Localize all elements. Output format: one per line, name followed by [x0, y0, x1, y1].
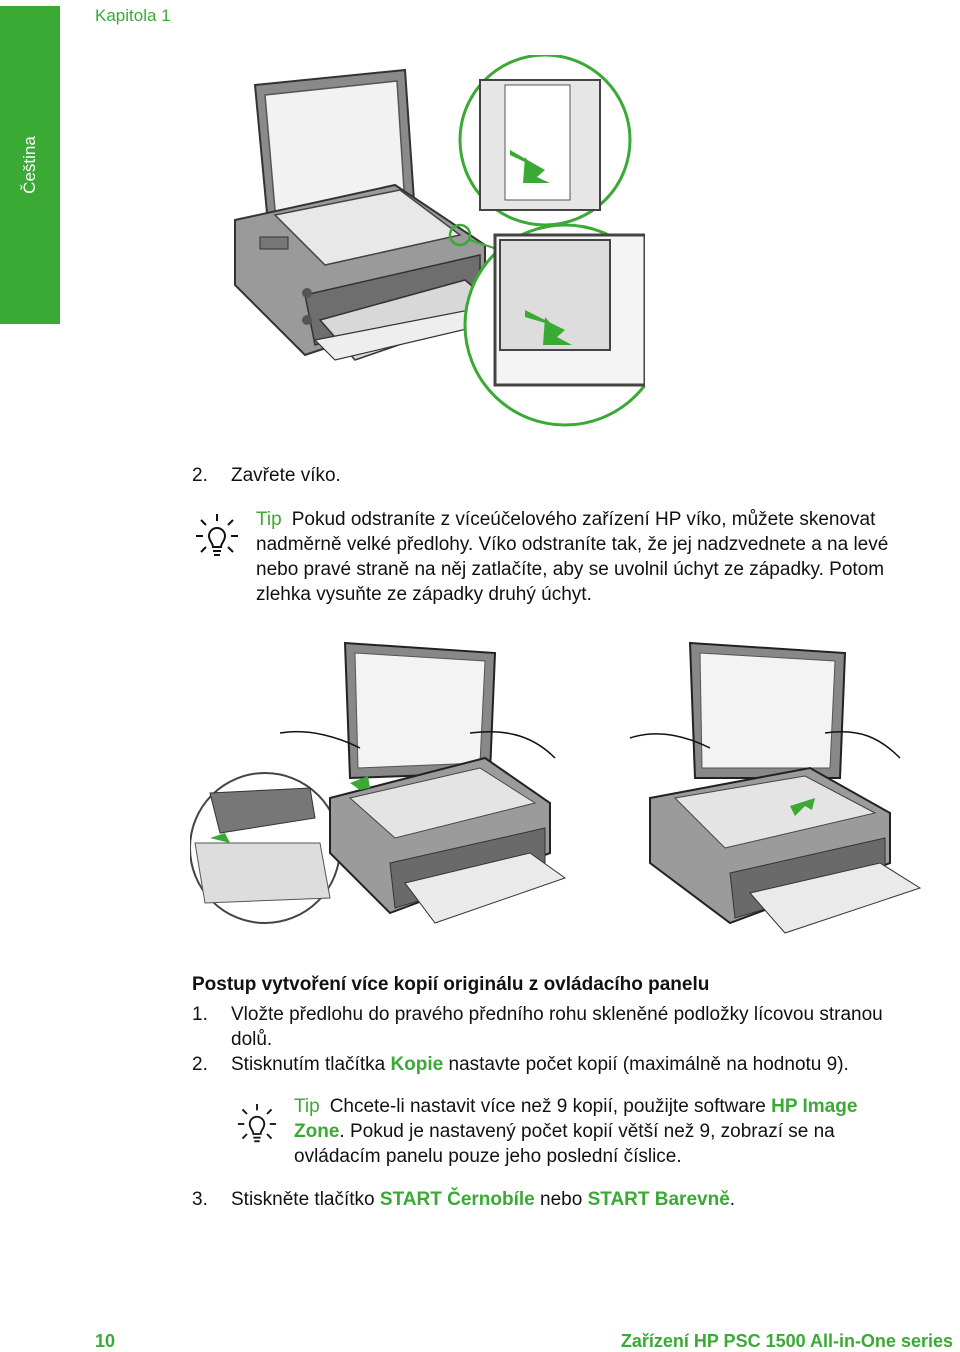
tip-text-line-2: nadměrně velké předlohy. Víko odstraníte… — [256, 534, 889, 555]
tip-text-line-3: ovládacím panelu pouze jeho poslední čís… — [294, 1146, 682, 1167]
printer-lid-open-illustration — [234, 55, 645, 427]
footer-title: Zařízení HP PSC 1500 All-in-One series — [620, 1331, 953, 1351]
tip-line: Zone. Pokud je nastavený počet kopií vět… — [294, 1119, 835, 1145]
chapter-header: Kapitola 1 — [95, 6, 171, 25]
lightbulb-icon — [237, 1104, 277, 1143]
tip-text: Chcete-li nastavit více než 9 kopií, pou… — [329, 1096, 766, 1117]
step-text-post: nastavte počet kopií (maximálně na hodno… — [448, 1054, 849, 1075]
tip-line: Tip Chcete-li nastavit více než 9 kopií, … — [294, 1094, 857, 1120]
section-heading: Postup vytvoření více kopií originálu z … — [192, 974, 710, 995]
tip-text-line-1: Pokud odstraníte z víceúčelového zařízen… — [291, 509, 876, 530]
tip-text: . Pokud je nastavený počet kopií větší n… — [339, 1121, 835, 1142]
step-text: Stisknutím tlačítka Kopie nastavte počet… — [231, 1052, 849, 1078]
step-text-pre: Stisknutím tlačítka — [231, 1054, 386, 1075]
software-name: HP Image — [771, 1096, 858, 1117]
tip-label: Tip — [294, 1096, 320, 1117]
tip-text-line-3: nebo pravé straně na něj zatlačíte, aby … — [256, 559, 885, 580]
step-text: Stiskněte tlačítko START Černobíle nebo … — [231, 1187, 735, 1213]
tip-text-line-4: zlehka vysuňte ze západky druhý úchyt. — [256, 584, 592, 605]
step-text-mid: nebo — [540, 1189, 583, 1210]
lightbulb-icon — [196, 514, 238, 556]
step-text: Zavřete víko. — [231, 465, 341, 486]
start-black-button-name: START Černobíle — [379, 1189, 535, 1210]
step-text-post: . — [729, 1189, 736, 1210]
tip-line: Tip Pokud odstraníte z víceúčelového zaří… — [256, 507, 875, 533]
tip-label: Tip — [256, 509, 282, 530]
software-name: Zone — [294, 1121, 340, 1142]
step-text-pre: Stiskněte tlačítko — [231, 1189, 375, 1210]
step-number: 1. — [192, 1004, 208, 1025]
page-number: 10 — [95, 1331, 116, 1351]
start-color-button-name: START Barevně — [587, 1189, 730, 1210]
step-number: 3. — [192, 1189, 208, 1210]
step-text-line-1: Vložte předlohu do pravého předního rohu… — [231, 1004, 883, 1025]
language-tab-label: Čeština — [20, 136, 39, 194]
step-number: 2. — [192, 465, 208, 486]
language-tab: Čeština — [0, 6, 60, 324]
lid-removal-illustration — [190, 641, 922, 934]
step-number: 2. — [192, 1054, 208, 1075]
copy-button-name: Kopie — [390, 1054, 444, 1075]
step-text-line-2: dolů. — [231, 1029, 273, 1050]
